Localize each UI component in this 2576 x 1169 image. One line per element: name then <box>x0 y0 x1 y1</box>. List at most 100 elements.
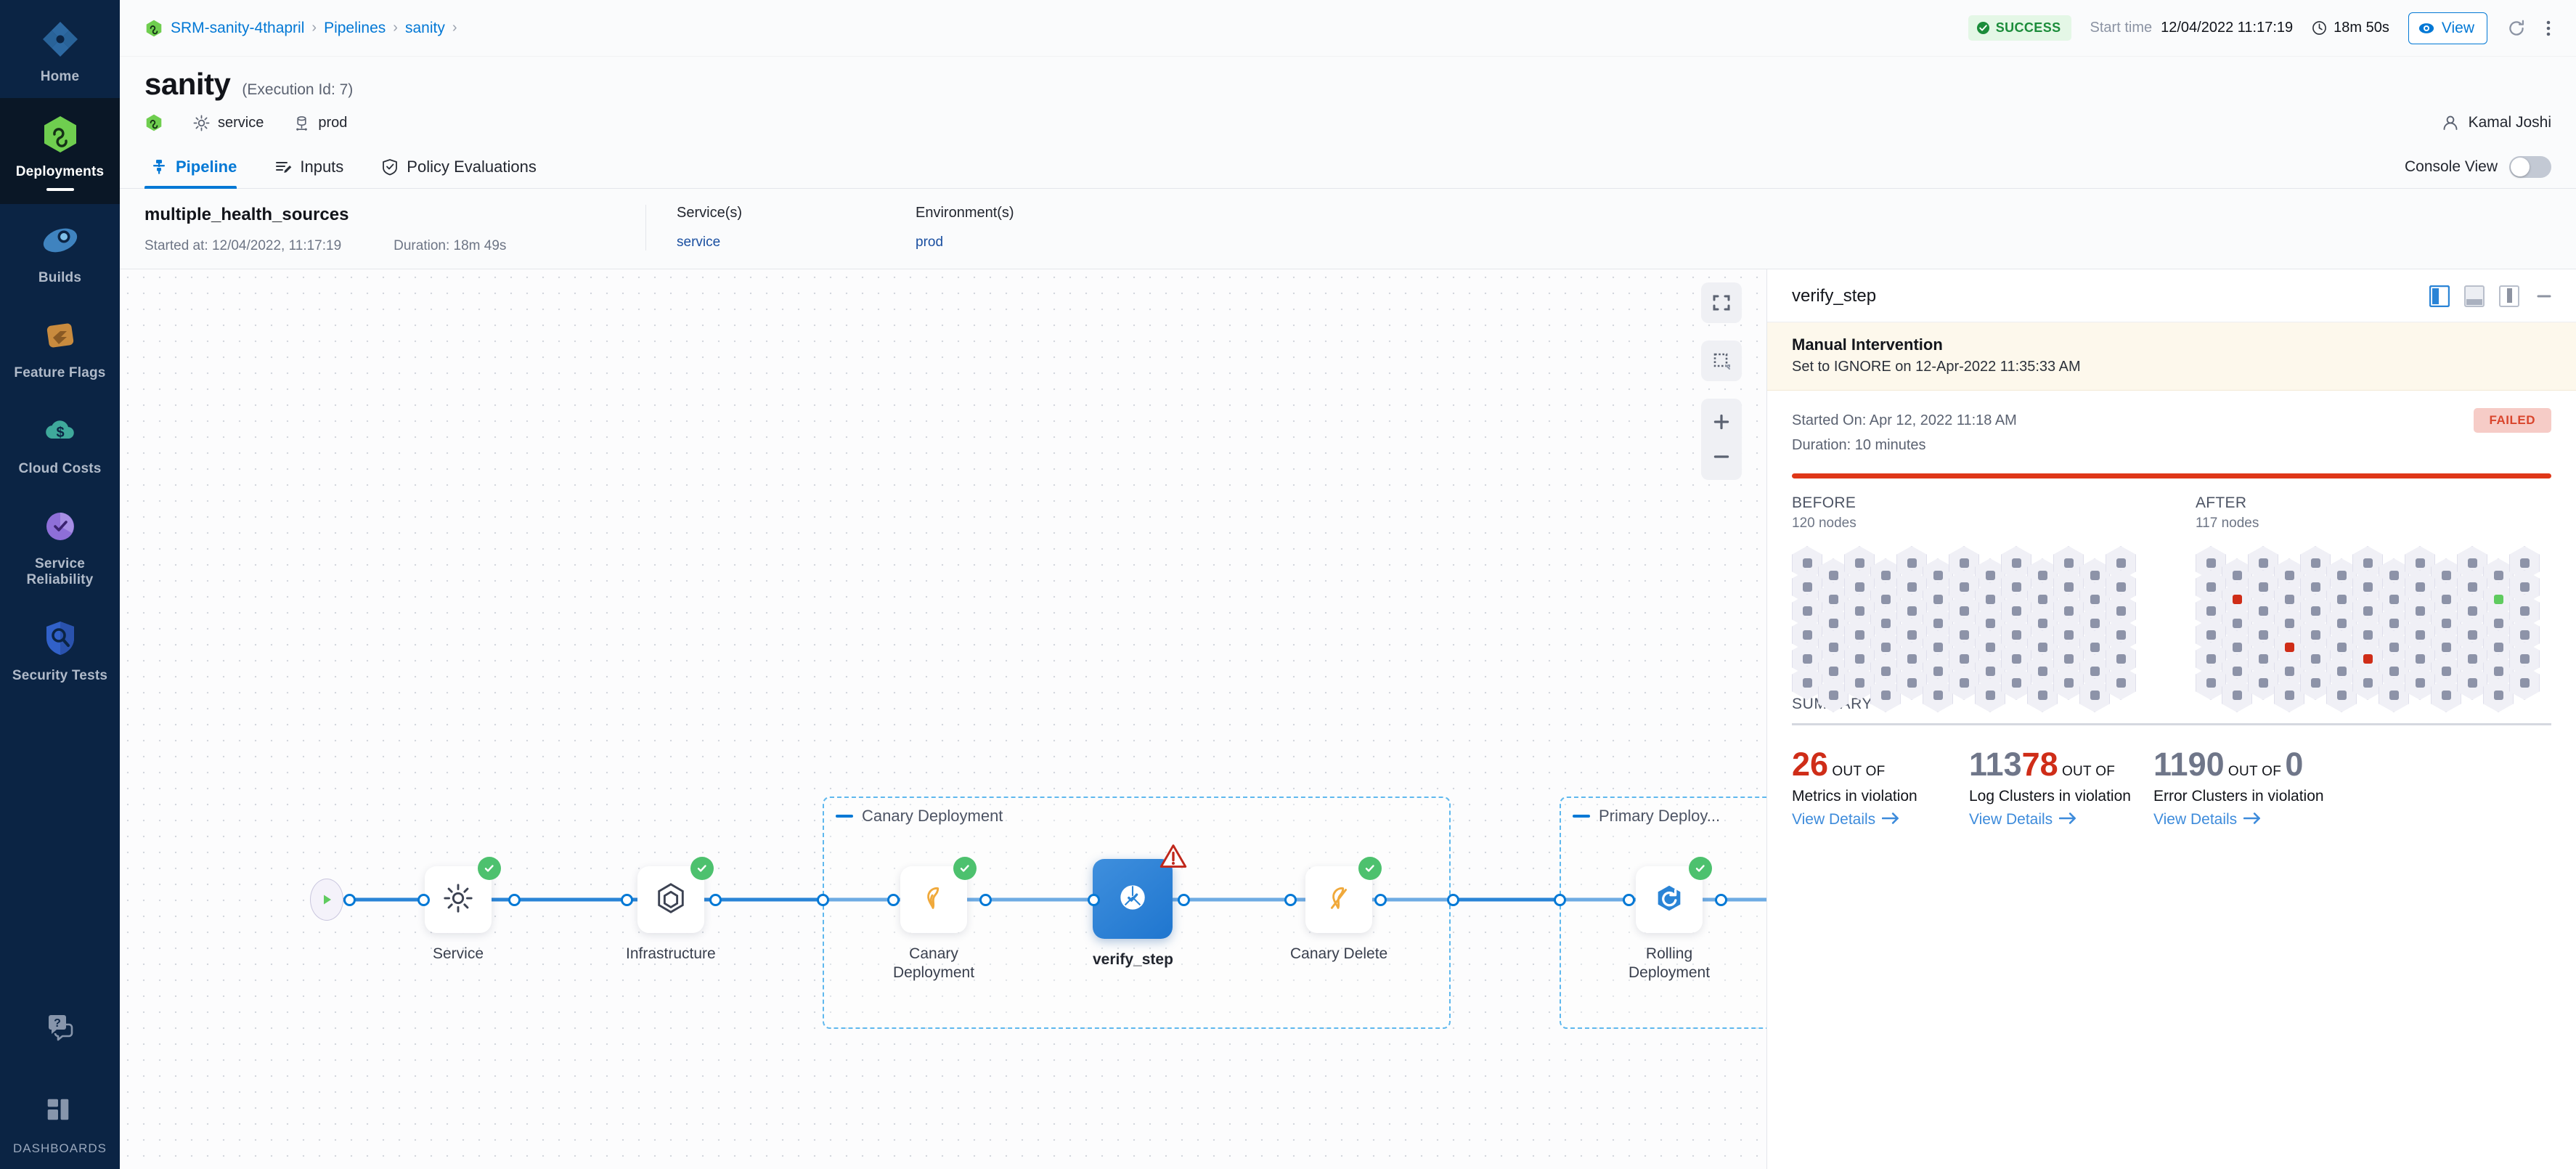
node-hex-dot <box>2284 595 2294 604</box>
metric-top: 11378 OUT OF <box>1969 744 2143 785</box>
node-hex-dot <box>2116 606 2126 616</box>
execution-id: (Execution Id: 7) <box>242 81 354 98</box>
sidebar-item-security-tests[interactable]: Security Tests <box>0 602 120 697</box>
node-hex-dot <box>2116 558 2126 568</box>
refresh-icon[interactable] <box>2506 18 2527 38</box>
view-details-link[interactable]: View Details <box>2153 811 2262 828</box>
metric-total: 78 <box>2021 746 2058 783</box>
flow-start-node[interactable] <box>310 879 343 921</box>
view-details-link[interactable]: View Details <box>1969 811 2078 828</box>
tab-pipeline[interactable]: Pipeline <box>144 158 253 189</box>
node-hex-dot <box>2090 595 2100 604</box>
node-hex-dot <box>2258 582 2268 592</box>
sidebar-item-dashboards[interactable]: DASHBOARDS <box>0 1075 120 1169</box>
node-hex-dot <box>1907 654 1917 664</box>
environment-icon <box>293 114 311 132</box>
node-hex <box>1792 666 1822 700</box>
node-hex-dot <box>1880 619 1891 628</box>
panel-bottom-icon[interactable] <box>2464 285 2485 307</box>
detail-header: verify_step <box>1767 269 2576 322</box>
tab-policy-evaluations[interactable]: Policy Evaluations <box>375 158 553 188</box>
node-box[interactable] <box>637 857 714 933</box>
node-hex-dot <box>1985 571 1995 580</box>
sidebar-item-help[interactable]: ? <box>0 990 120 1075</box>
collapse-dash-icon[interactable] <box>836 815 853 818</box>
node-hex-dot <box>1985 667 1995 676</box>
node-box[interactable] <box>1636 857 1713 933</box>
minimize-icon[interactable] <box>2534 285 2554 307</box>
sidebar-item-label: Builds <box>38 269 82 285</box>
flow-port <box>1715 894 1727 906</box>
flow-port <box>1178 894 1190 906</box>
more-vertical-icon[interactable] <box>2546 18 2551 38</box>
node-hex-dot <box>1985 619 1995 628</box>
sidebar-item-service-reliability[interactable]: Service Reliability <box>0 490 120 602</box>
node-hex-dot <box>2037 571 2047 580</box>
summary-metrics: 26 OUT OF Metrics in violation View Deta… <box>1792 744 2551 828</box>
user-info[interactable]: Kamal Joshi <box>2441 113 2551 132</box>
select-area-icon[interactable] <box>1701 341 1742 381</box>
panel-right-icon[interactable] <box>2429 285 2450 308</box>
view-button[interactable]: View <box>2408 12 2487 44</box>
metric-description: Error Clusters in violation <box>2153 788 2324 805</box>
metric-description: Metrics in violation <box>1792 788 1917 805</box>
node-hex-dot <box>1959 606 1969 616</box>
node-hex-dot <box>1828 571 1838 580</box>
environments-header: Environment(s) <box>916 205 1014 221</box>
node-hex-dot <box>1802 558 1812 568</box>
before-after-row: BEFORE 120 nodes AFTER 117 nodes <box>1792 494 2551 712</box>
node-box[interactable] <box>1305 857 1382 933</box>
node-box[interactable] <box>425 857 501 933</box>
service-chip[interactable]: service <box>192 114 264 132</box>
zoom-controls[interactable] <box>1701 399 1742 480</box>
sidebar-item-feature-flags[interactable]: Feature Flags <box>0 299 120 394</box>
sidebar-item-builds[interactable]: Builds <box>0 204 120 299</box>
node-canary-delete[interactable]: Canary Delete <box>1290 857 1387 964</box>
node-hex-dot <box>2037 595 2047 604</box>
node-hex-dot <box>2363 678 2373 688</box>
node-infrastructure[interactable]: Infrastructure <box>626 857 716 964</box>
group-label: Canary Deployment <box>836 807 1003 826</box>
node-hex-dot <box>2493 667 2503 676</box>
node-canary-deployment[interactable]: Canary Deployment <box>893 857 977 983</box>
node-rolling-deployment[interactable]: Rolling Deployment <box>1629 857 1713 983</box>
node-box[interactable] <box>1093 844 1187 939</box>
breadcrumb-item-pipelines[interactable]: Pipelines <box>324 19 386 36</box>
step-duration: Duration: 10 minutes <box>1792 437 1926 453</box>
environments-value[interactable]: prod <box>916 235 944 250</box>
node-hex <box>2509 666 2540 700</box>
metric-out-of: OUT OF <box>1832 764 1886 779</box>
collapse-dash-icon[interactable] <box>1573 815 1590 818</box>
zoom-out-icon[interactable] <box>1701 439 1742 474</box>
breadcrumb-item-project[interactable]: SRM-sanity-4thapril <box>171 19 305 36</box>
panel-left-icon[interactable] <box>2499 285 2519 307</box>
environment-chip[interactable]: prod <box>293 114 347 132</box>
fit-screen-icon[interactable] <box>1701 282 1742 323</box>
node-hex-dot <box>1959 630 1969 640</box>
node-hex-dot <box>2389 619 2399 628</box>
sidebar-item-cloud-costs[interactable]: $ Cloud Costs <box>0 395 120 490</box>
sidebar-item-deployments[interactable]: Deployments <box>0 98 120 204</box>
top-bar-right: SUCCESS Start time 12/04/2022 11:17:19 1… <box>1968 12 2551 44</box>
node-hex-dot <box>1907 678 1917 688</box>
status-success-icon <box>953 857 977 880</box>
pipeline-canvas[interactable]: Canary Deployment Primary Deploy... <box>120 269 1766 1169</box>
node-hex-dot <box>2206 678 2216 688</box>
status-badge-failed: FAILED <box>2473 408 2551 433</box>
node-service[interactable]: Service <box>425 857 501 964</box>
node-box[interactable] <box>900 857 977 933</box>
sidebar-item-home[interactable]: Home <box>0 3 120 98</box>
status-success-icon <box>478 857 501 880</box>
node-verify-step[interactable]: verify_step <box>1093 844 1187 969</box>
tab-inputs[interactable]: Inputs <box>269 158 359 188</box>
view-details-link[interactable]: View Details <box>1792 811 1901 828</box>
zoom-in-icon[interactable] <box>1701 404 1742 439</box>
stage-left: multiple_health_sources Started at: 12/0… <box>144 205 645 254</box>
node-label: Service <box>432 945 484 962</box>
detail-layout-controls <box>2429 285 2554 308</box>
node-hex <box>2405 666 2435 700</box>
services-value[interactable]: service <box>677 235 721 250</box>
breadcrumb-item-sanity[interactable]: sanity <box>404 19 445 36</box>
stage-columns: Service(s) service Environment(s) prod <box>645 205 2551 250</box>
console-view-switch[interactable] <box>2509 156 2551 178</box>
